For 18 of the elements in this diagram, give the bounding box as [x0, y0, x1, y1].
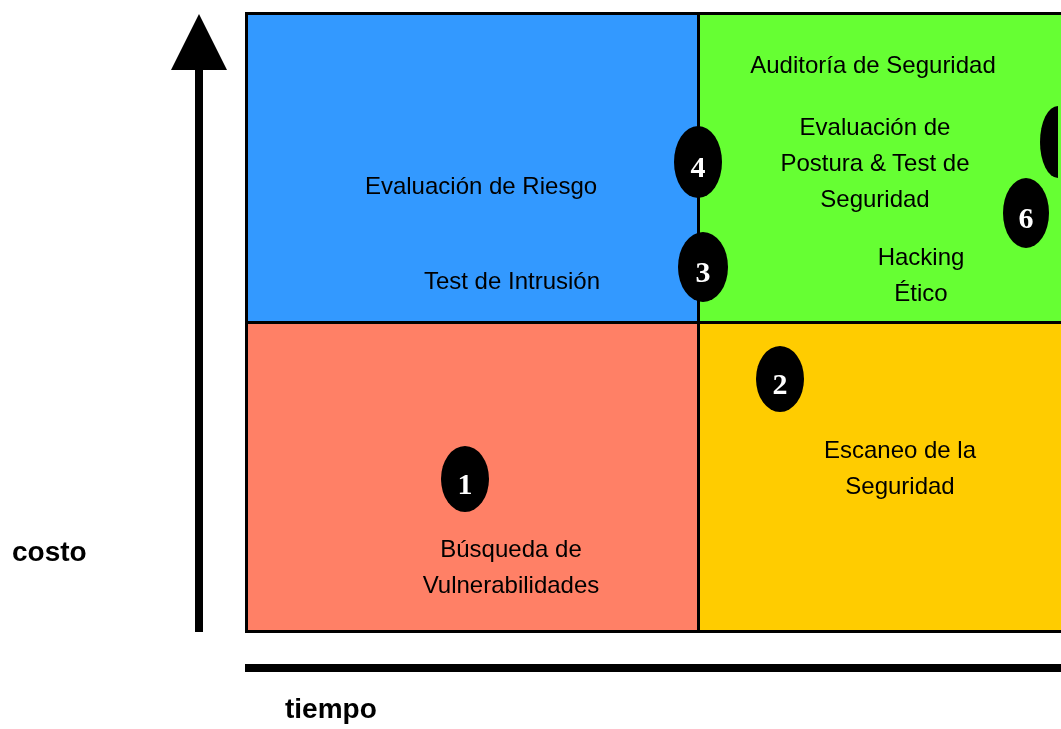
- step-number: 3: [695, 254, 711, 289]
- step-number: 4: [690, 149, 706, 184]
- method-label: Hacking Ético: [876, 242, 966, 308]
- quadrant-panel: [245, 321, 700, 633]
- method-label: Evaluación de Postura & Test de Seguridad: [779, 112, 971, 214]
- method-label: Evaluación de Riesgo: [363, 171, 599, 201]
- step-number: 2: [772, 366, 788, 401]
- quadrant-panel: [697, 321, 1061, 633]
- method-label: Búsqueda de Vulnerabilidades: [421, 534, 601, 600]
- method-label: Auditoría de Seguridad: [749, 50, 997, 80]
- method-label: Test de Intrusión: [422, 266, 602, 296]
- number-marker: [441, 446, 489, 512]
- x-axis-label: tiempo: [285, 693, 377, 725]
- step-number: 1: [457, 466, 473, 501]
- y-axis-label: costo: [12, 536, 87, 568]
- number-marker: [756, 346, 804, 412]
- step-number: 6: [1018, 200, 1034, 235]
- method-label: Escaneo de la Seguridad: [822, 435, 978, 501]
